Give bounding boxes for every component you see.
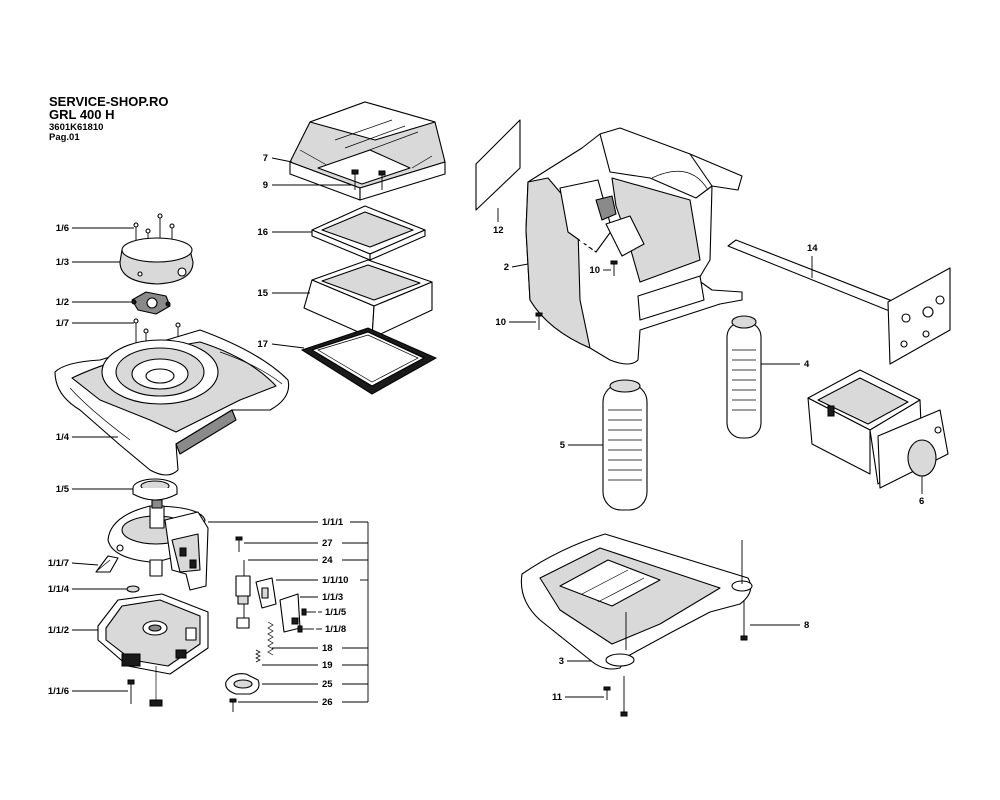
- callout-16: 16: [257, 227, 268, 238]
- part-9-screws: [351, 169, 386, 190]
- leaders-middle: [208, 521, 369, 703]
- callout-27: 27: [322, 538, 333, 549]
- callout-17: 17: [257, 339, 268, 350]
- part-3-base-plate: [520, 533, 753, 670]
- header-shop: SERVICE-SHOP.RO: [49, 94, 169, 109]
- part-1-1-3-bracket: [279, 593, 301, 633]
- callout-1-2: 1/2: [56, 297, 69, 308]
- part-1-7-pins: [133, 318, 181, 352]
- callout-1-1-2: 1/1/2: [48, 625, 69, 636]
- part-11-screw: [603, 676, 628, 717]
- callout-7: 7: [263, 153, 268, 164]
- callout-6: 6: [919, 496, 924, 507]
- part-1-1-10-block: [255, 577, 277, 609]
- callout-1-1-5: 1/1/5: [325, 607, 347, 618]
- part-6-battery-box: [807, 369, 949, 489]
- callout-1-1-3: 1/1/3: [322, 592, 343, 603]
- header-page: Pag.01: [49, 132, 80, 143]
- part-1-1-4-washer: [126, 585, 140, 593]
- callout-25: 25: [322, 679, 333, 690]
- leaders-right: [497, 208, 923, 698]
- part-19-spring: [255, 649, 261, 663]
- callout-2: 2: [504, 262, 509, 273]
- callout-1-1-7: 1/1/7: [48, 558, 69, 569]
- callout-24: 24: [322, 555, 333, 566]
- part-26-screw: [229, 698, 237, 712]
- callout-1-3: 1/3: [56, 257, 69, 268]
- callout-1-1-6: 1/1/6: [48, 686, 69, 697]
- callout-18: 18: [322, 643, 333, 654]
- part-1-1-1-motor-unit: [107, 499, 209, 591]
- callout-15: 15: [257, 288, 268, 299]
- callout-4: 4: [804, 359, 810, 370]
- part-1-1-7-clip: [95, 555, 119, 573]
- part-24-adjuster: [235, 560, 251, 629]
- part-5-battery-tube: [602, 379, 648, 511]
- part-27-screw: [235, 536, 243, 552]
- callout-10b: 10: [495, 317, 506, 328]
- callout-14: 14: [807, 243, 818, 254]
- callout-1-1-10: 1/1/10: [322, 575, 348, 586]
- part-1-3-cap: [119, 237, 194, 285]
- part-1-2-holder: [131, 291, 171, 315]
- callout-1-6-top: 1/6: [56, 223, 69, 234]
- part-17-gasket: [300, 327, 438, 395]
- part-1-1-5-screw: [301, 608, 316, 616]
- part-1-4-chassis: [54, 329, 290, 476]
- leaders-left: [71, 227, 134, 692]
- part-1-1-6-screw: [127, 679, 135, 704]
- part-4-battery-tube: [726, 315, 762, 439]
- part-8-screw: [740, 600, 748, 641]
- callout-3: 3: [559, 656, 564, 667]
- callout-11: 11: [552, 692, 563, 703]
- leaders-center: [271, 157, 353, 349]
- callout-12: 12: [493, 225, 504, 236]
- callout-1-5: 1/5: [56, 484, 70, 495]
- callout-19: 19: [322, 660, 333, 671]
- part-7-top-cover: [289, 101, 446, 201]
- part-16-filter-frame: [311, 205, 426, 261]
- callout-9: 9: [263, 180, 268, 191]
- callout-5: 5: [560, 440, 566, 451]
- part-10-screws: [535, 260, 618, 330]
- part-18-spring: [267, 621, 274, 656]
- callout-1-1-1: 1/1/1: [322, 517, 344, 528]
- part-14-strap-plate: [727, 239, 951, 365]
- part-15-filter-box: [303, 259, 433, 339]
- part-2-housing: BOSCH: [525, 127, 743, 365]
- callout-1-7: 1/7: [56, 318, 69, 329]
- header-part-number: 3601K61810: [49, 122, 104, 133]
- callout-labels: 7 9 16 15 17 1/6 1/3 1/2 1/7 1/4 1/5 1/1…: [48, 153, 924, 708]
- part-25-plate: [225, 673, 260, 695]
- callout-1-4: 1/4: [56, 432, 70, 443]
- callout-10a: 10: [589, 265, 600, 276]
- callout-26: 26: [322, 697, 333, 708]
- callout-8: 8: [804, 620, 809, 631]
- part-1-1-8-screw: [297, 625, 314, 633]
- part-12-label-sheet: [475, 119, 521, 211]
- callout-1-1-8: 1/1/8: [325, 624, 346, 635]
- header-model: GRL 400 H: [49, 107, 115, 122]
- part-1-1-2-board: [97, 593, 209, 707]
- part-1-5-ring: [132, 478, 178, 501]
- callout-1-1-4: 1/1/4: [48, 584, 70, 595]
